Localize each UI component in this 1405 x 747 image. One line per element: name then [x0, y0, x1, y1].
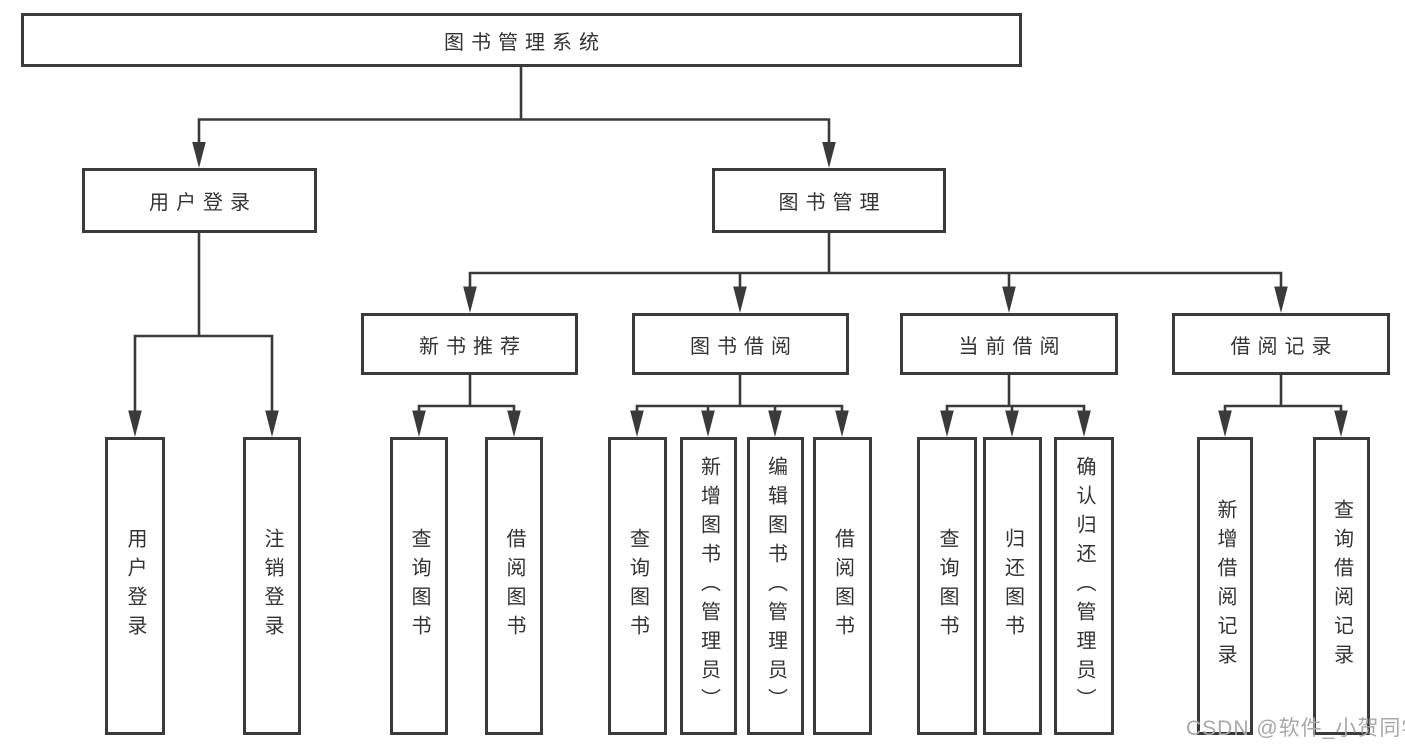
arrow-down-icon [733, 286, 747, 313]
branch-root [192, 67, 836, 168]
branch-book-management [463, 232, 1288, 313]
node-label: 新增图书（管理员） [697, 455, 720, 717]
branch-borrow-records [1218, 373, 1348, 437]
arrow-down-icon [768, 410, 782, 437]
node-label: 确认归还（管理员） [1073, 455, 1095, 717]
watermark: CSDN @软件_小贺同学 [1186, 717, 1405, 740]
arrow-down-icon [192, 142, 206, 168]
arrow-down-icon [412, 410, 426, 437]
node-label: 查询图书 [626, 528, 649, 644]
branch-book-borrow [630, 373, 849, 437]
leaf-confirm-return-admin: 确认归还（管理员） [1054, 437, 1114, 735]
leaf-query-books-current: 查询图书 [917, 437, 977, 735]
leaf-borrow-books: 借阅图书 [813, 437, 872, 735]
node-label: 图书管理系统 [444, 31, 606, 54]
arrow-down-icon [822, 142, 836, 168]
node-label: 图书借阅 [690, 335, 798, 358]
node-label: 查询借阅记录 [1330, 499, 1353, 673]
arrow-down-icon [940, 410, 954, 437]
leaf-return-book: 归还图书 [983, 437, 1042, 735]
arrow-down-icon [835, 410, 849, 437]
node-label: 查询图书 [408, 528, 430, 644]
arrow-down-icon [1274, 286, 1288, 313]
arrow-down-icon [701, 410, 715, 437]
leaf-user-login: 用户登录 [105, 437, 165, 735]
arrow-down-icon [1077, 410, 1091, 437]
node-borrow-records: 借阅记录 [1172, 313, 1390, 375]
node-book-management: 图书管理 [712, 168, 946, 233]
leaf-query-books-borrow: 查询图书 [608, 437, 667, 735]
arrow-down-icon [507, 410, 521, 437]
node-label: 借阅图书 [503, 528, 525, 644]
node-label: 用户登录 [124, 528, 146, 644]
arrow-down-icon [1002, 286, 1016, 313]
node-label: 新书推荐 [419, 335, 527, 358]
node-new-book-recommend: 新书推荐 [361, 313, 578, 375]
arrow-down-icon [1005, 410, 1019, 437]
node-label: 编辑图书（管理员） [764, 455, 787, 717]
arrow-down-icon [265, 410, 279, 437]
node-label: 借阅记录 [1230, 335, 1339, 358]
node-label: 借阅图书 [831, 528, 854, 644]
arrow-down-icon [463, 286, 477, 313]
node-user-login: 用户登录 [82, 168, 317, 233]
node-library-management-system: 图书管理系统 [21, 13, 1022, 67]
node-label: 新增借阅记录 [1214, 499, 1236, 673]
node-label: 查询图书 [936, 528, 958, 644]
node-book-borrow: 图书借阅 [632, 313, 849, 375]
branch-current-borrow [940, 373, 1091, 437]
leaf-query-books-recommend: 查询图书 [390, 437, 448, 735]
node-label: 归还图书 [1001, 528, 1024, 644]
branch-user-login [128, 232, 279, 437]
branch-new-book-recommend [412, 373, 521, 437]
leaf-add-book-admin: 新增图书（管理员） [680, 437, 737, 735]
leaf-borrow-books-recommend: 借阅图书 [485, 437, 543, 735]
node-label: 当前借阅 [958, 335, 1067, 358]
arrow-down-icon [128, 410, 142, 437]
node-label: 注销登录 [261, 528, 283, 644]
leaf-edit-book-admin: 编辑图书（管理员） [747, 437, 804, 735]
leaf-add-borrow-record: 新增借阅记录 [1197, 437, 1253, 735]
arrow-down-icon [1218, 410, 1232, 437]
leaf-logout: 注销登录 [243, 437, 301, 735]
arrow-down-icon [630, 410, 644, 437]
leaf-query-borrow-record: 查询借阅记录 [1313, 437, 1370, 735]
arrow-down-icon [1334, 410, 1348, 437]
node-label: 用户登录 [149, 192, 257, 214]
node-current-borrow: 当前借阅 [900, 313, 1118, 375]
node-label: 图书管理 [778, 192, 887, 214]
